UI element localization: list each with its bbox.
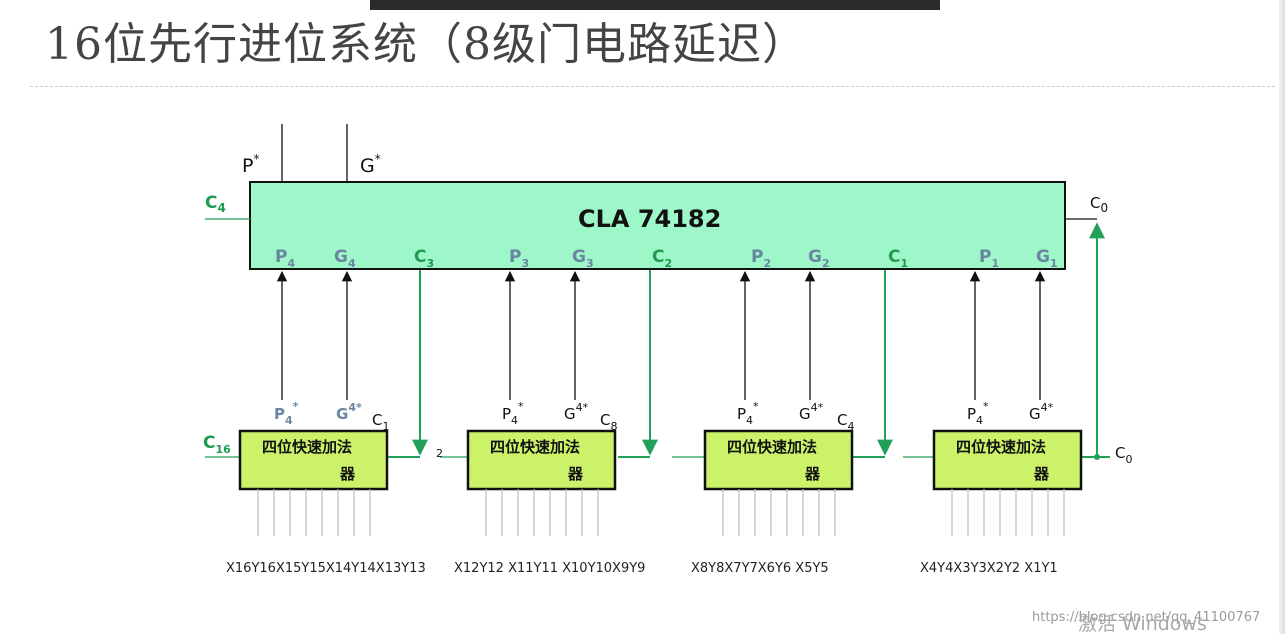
adder-inputs-label: X12Y12 X11Y11 X10Y10X9Y9 <box>454 561 645 576</box>
adder-label-line2: 器 <box>567 465 584 483</box>
pg-wires <box>276 270 1046 400</box>
adder-box <box>932 429 1083 491</box>
adder-label-line2: 器 <box>1033 465 1050 483</box>
cla-pin-g4: G4 <box>334 247 356 270</box>
adder-carry-out-label: C8 <box>600 411 617 433</box>
adder-label-line2: 器 <box>804 465 821 483</box>
windows-activation-watermark: 激活 Windows <box>1078 613 1207 634</box>
cla-pin-g3: G3 <box>572 247 594 270</box>
cla-pin-c3: C3 <box>414 247 434 270</box>
adder-carry-out-label: C1 <box>372 411 389 433</box>
adder-p-star-label: P4* <box>967 400 989 427</box>
adder-p-star-label: P4* <box>502 400 524 427</box>
adder-p-star-label: P4* <box>274 400 299 427</box>
adder-box <box>466 429 617 491</box>
adder-carry-in-label: C0 <box>1115 444 1132 466</box>
adder-g-star-label: G4* <box>564 401 589 423</box>
cla-pin-p3: P3 <box>509 247 529 270</box>
adder-box <box>238 429 389 491</box>
cla-pin-p2: P2 <box>751 247 771 270</box>
blog-watermark: https://blog.csdn.net/qq_41100767 <box>1032 610 1260 625</box>
adder-carry-in-label: C16 <box>203 433 231 456</box>
cla-pins: P4 G4 C3 P3 G3 C2 P2 G2 C1 P1 G1 <box>275 247 1058 270</box>
adder-inputs-label: X16Y16X15Y15X14Y14X13Y13 <box>226 561 426 576</box>
video-toolbar-strip <box>370 0 940 10</box>
adder-label-line2: 器 <box>339 465 356 483</box>
adder-g-star-label: G4* <box>336 401 362 423</box>
adder-carry-out-label: C4 <box>837 411 854 433</box>
adder-label-line1: 四位快速加法 <box>490 438 580 456</box>
cla-pin-c2: C2 <box>652 247 672 270</box>
cla-title: CLA 74182 <box>578 205 721 233</box>
title-divider <box>30 86 1275 87</box>
slide-title: 16位先行进位系统（8级门电路延迟） <box>45 19 807 70</box>
adder-g-star-label: G4* <box>1029 401 1054 423</box>
cla-c4-label: C4 <box>205 193 226 215</box>
cla-pin-g2: G2 <box>808 247 830 270</box>
adder-label-line1: 四位快速加法 <box>956 438 1046 456</box>
cla-pin-p1: P1 <box>979 247 999 270</box>
p-star-label: P* <box>242 152 259 177</box>
adder-g-star-label: G4* <box>799 401 824 423</box>
cla-pin-g1: G1 <box>1036 247 1058 270</box>
window-edge <box>1279 0 1285 634</box>
g-star-label: G* <box>360 152 381 177</box>
cla-c0-label: C0 <box>1090 194 1108 215</box>
carry-wires <box>205 222 1110 460</box>
cla-pin-c1: C1 <box>888 247 908 270</box>
cla-74182-block <box>249 181 1066 270</box>
adder-inputs-label: X4Y4X3Y3X2Y2 X1Y1 <box>920 561 1058 576</box>
cla-pin-p4: P4 <box>275 247 295 270</box>
adder-label-line1: 四位快速加法 <box>262 438 352 456</box>
adder-inputs-label: X8Y8X7Y7X6Y6 X5Y5 <box>691 561 829 576</box>
adder-p-star-label: P4* <box>737 400 759 427</box>
adder-carry-in-label: 2 <box>436 447 443 460</box>
adder-box <box>703 429 854 491</box>
adder-label-line1: 四位快速加法 <box>727 438 817 456</box>
